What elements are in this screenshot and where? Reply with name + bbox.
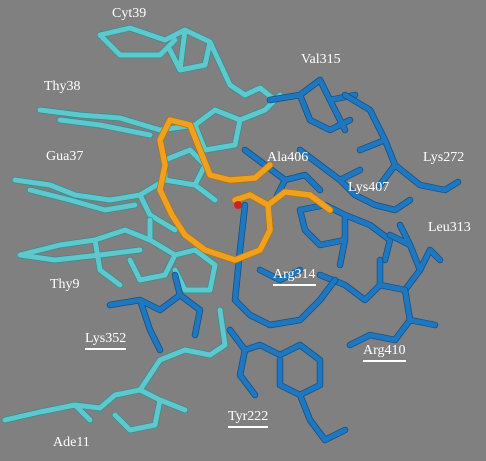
oxygen-atom <box>234 201 242 209</box>
residue-tyr222 <box>226 326 349 444</box>
label-lys272: Lys272 <box>423 150 465 165</box>
label-gua37: Gua37 <box>46 149 84 164</box>
label-ala406: Ala406 <box>267 150 309 165</box>
label-lys352: Lys352 <box>85 331 127 350</box>
residue-arg410 <box>316 256 439 349</box>
ligand-macrocycle <box>156 116 334 264</box>
label-cyt39: Cyt39 <box>112 6 147 21</box>
residue-leu313 <box>386 221 444 294</box>
label-val315: Val315 <box>301 52 341 67</box>
label-tyr222: Tyr222 <box>228 409 269 428</box>
nucleotide-gua37 <box>11 146 219 234</box>
residue-arg314 <box>296 201 394 269</box>
residue-lys407 <box>296 146 414 214</box>
label-arg314: Arg314 <box>273 267 316 286</box>
label-thy38: Thy38 <box>44 79 81 94</box>
nucleotide-ade11 <box>1 306 229 434</box>
residue-val315 <box>266 76 359 134</box>
protein-backbone <box>231 201 339 329</box>
nucleotide-thy9 <box>16 216 219 294</box>
residue-lys272 <box>341 91 462 194</box>
label-arg410: Arg410 <box>363 343 406 362</box>
label-lys407: Lys407 <box>348 180 390 195</box>
label-ade11: Ade11 <box>53 435 90 450</box>
label-leu313: Leu313 <box>428 220 471 235</box>
residue-lys352 <box>106 271 204 354</box>
nucleotide-thy38 <box>36 91 284 154</box>
label-thy9: Thy9 <box>50 277 80 292</box>
nucleotide-cyt39 <box>96 24 279 104</box>
